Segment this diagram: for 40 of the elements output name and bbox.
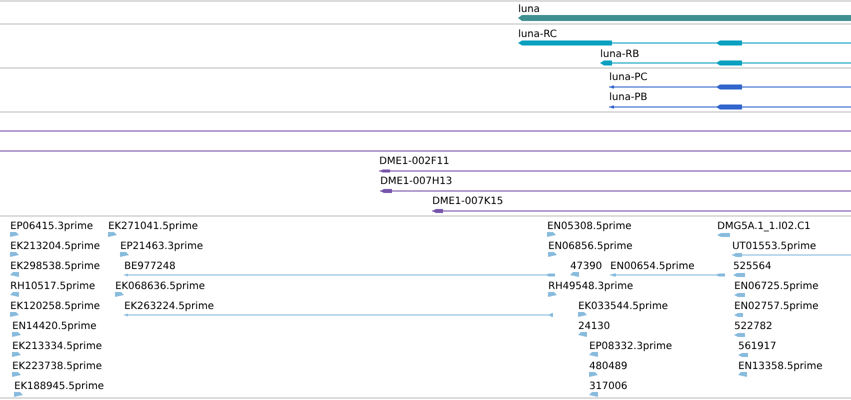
feature-label: EK068636.5prime [116,281,204,292]
feature-label: DMG5A.1_1.I02.C1 [718,222,810,232]
feature-label: EK120258.5prime [11,301,100,312]
feature-label: luna-RC [519,29,556,38]
feature-label: RH10517.5prime [11,281,95,292]
feature-label: luna [519,4,539,12]
feature-label: 561917 [738,342,776,350]
feature-label: 24130 [578,322,610,330]
feature-label: EK033544.5prime [579,301,668,312]
feature-label: EN13358.5prime [739,361,822,372]
feature-label: DME1-007H13 [381,176,452,184]
feature-label: EP21463.3prime [121,241,202,252]
feature-label: 317006 [590,382,627,390]
feature-label: EN05308.5prime [548,221,631,232]
feature-label: 480489 [590,362,627,370]
feature-label: EN06725.5prime [735,281,818,292]
feature-label: luna-PC [610,72,647,80]
feature-label: DME1-007K15 [433,196,502,204]
feature-label: EN02757.5prime [735,301,818,312]
feature-label: 522782 [734,322,772,330]
feature-label: EK213204.5prime [11,241,100,252]
feature-label: EK271041.5prime [109,221,198,232]
feature-label: EN14420.5prime [13,321,96,332]
feature-label: EK188945.5prime [15,381,104,392]
feature-label: 525564 [734,262,771,270]
feature-label: 47390 [570,262,602,270]
feature-label: luna-PB [610,92,647,100]
feature-label: DME1-002F11 [380,156,448,164]
feature-label: EK213334.5prime [13,341,102,352]
feature-label: EN00654.5prime [611,261,694,272]
feature-label: luna-RB [601,49,639,58]
feature-label: EN06856.5prime [549,241,632,252]
feature-label: RH49548.3prime [549,281,633,292]
feature-label: EK223738.5prime [13,361,102,372]
feature-label: BE977248 [125,262,175,270]
feature-label: EP06415.3prime [11,221,92,232]
feature-label: EP08332.3prime [590,341,672,352]
feature-label: EK263224.5prime [125,301,214,312]
feature-label: UT01553.5prime [733,241,816,252]
feature-label: EK298538.5prime [11,261,100,272]
